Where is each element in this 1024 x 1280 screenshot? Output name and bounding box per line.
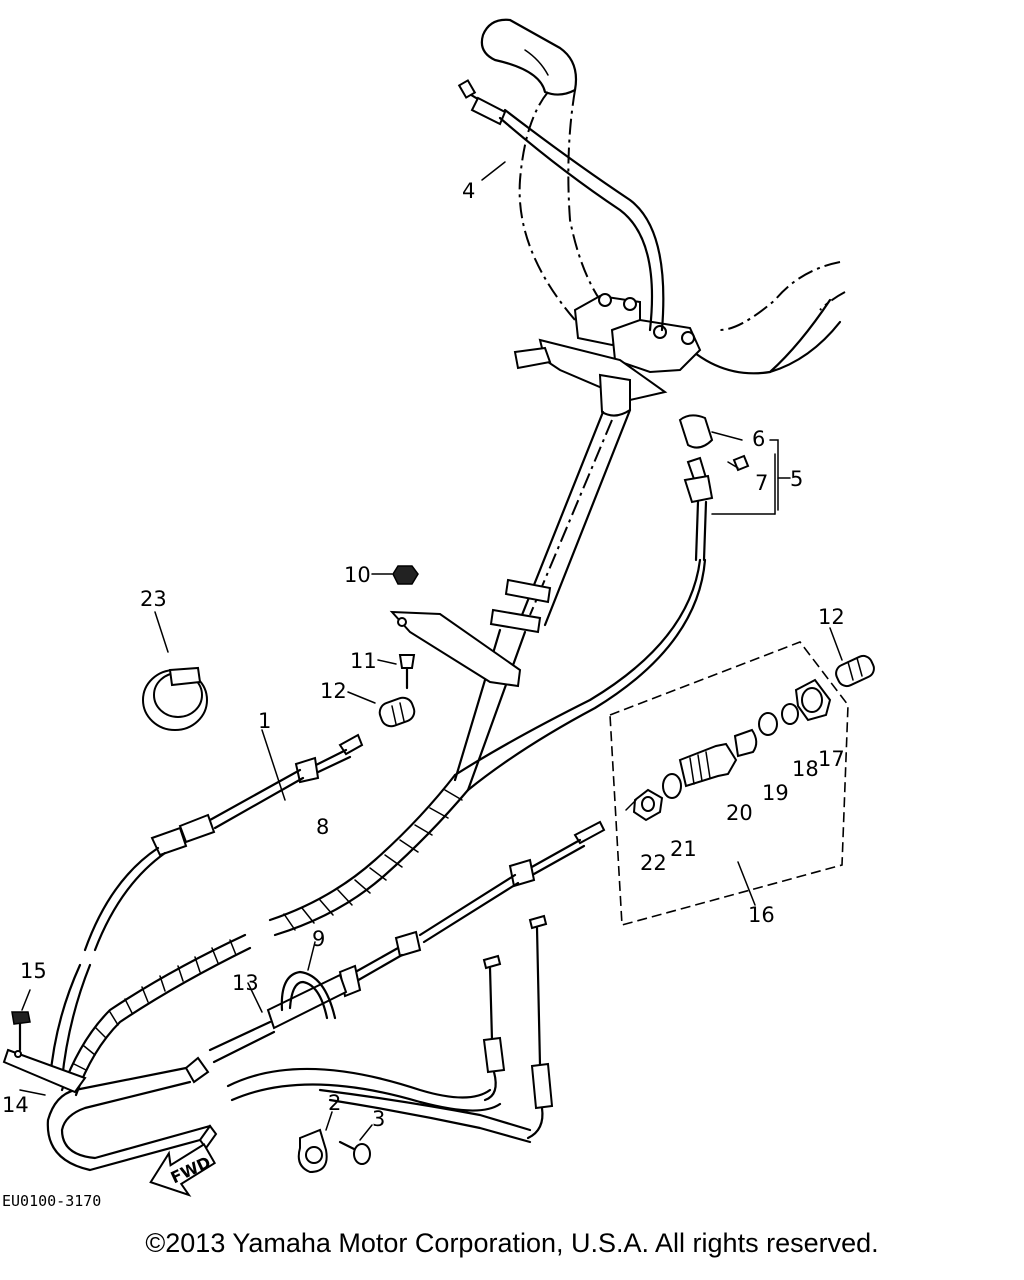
label-part-19: 19 bbox=[762, 781, 789, 805]
label-part-22: 22 bbox=[640, 851, 667, 875]
part-9-clip bbox=[280, 941, 337, 1020]
part-14-plate bbox=[2, 1048, 87, 1096]
label-part-14: 14 bbox=[2, 1093, 29, 1117]
label-part-12-right: 12 bbox=[818, 605, 845, 629]
label-part-7: 7 bbox=[755, 471, 768, 495]
part-15-bolt bbox=[11, 989, 31, 1052]
label-part-23: 23 bbox=[140, 587, 167, 611]
cable-8-spiral-wrap bbox=[60, 773, 470, 1097]
cable-13 bbox=[208, 820, 606, 1064]
label-part-11: 11 bbox=[350, 649, 377, 673]
label-part-21: 21 bbox=[670, 837, 697, 861]
label-part-20: 20 bbox=[726, 801, 753, 825]
label-part-15: 15 bbox=[20, 959, 47, 983]
label-part-2: 2 bbox=[328, 1091, 341, 1115]
label-part-13: 13 bbox=[232, 971, 259, 995]
label-part-3: 3 bbox=[372, 1107, 385, 1131]
label-part-10: 10 bbox=[344, 563, 371, 587]
lower-cables bbox=[46, 1056, 532, 1172]
bracket bbox=[389, 610, 522, 688]
cable-4 bbox=[457, 79, 665, 332]
part-11-stud bbox=[377, 654, 416, 690]
part-23-hose-clamp bbox=[142, 611, 208, 731]
handlebar bbox=[453, 18, 846, 792]
drawing-code: EU0100-3170 bbox=[2, 1192, 101, 1210]
copyright-notice: ©2013 Yamaha Motor Corporation, U.S.A. A… bbox=[145, 1228, 879, 1258]
exploded-view-drawing: FWD 1 2 3 4 5 6 7 8 9 10 11 12 12 13 14 … bbox=[2, 18, 875, 1210]
part-12-adjuster-right bbox=[829, 627, 875, 688]
label-part-5: 5 bbox=[790, 467, 803, 491]
label-part-12-left: 12 bbox=[320, 679, 347, 703]
label-part-6: 6 bbox=[752, 427, 765, 451]
label-part-1: 1 bbox=[258, 709, 271, 733]
cable-5-assembly bbox=[453, 414, 776, 792]
label-part-16: 16 bbox=[748, 903, 775, 927]
part-3-screw bbox=[338, 1124, 373, 1165]
label-part-8: 8 bbox=[316, 815, 329, 839]
label-part-17: 17 bbox=[818, 747, 845, 771]
label-part-9: 9 bbox=[312, 927, 325, 951]
part-12-adjuster-left bbox=[347, 691, 416, 728]
part-10-nut bbox=[371, 565, 419, 585]
cable-1 bbox=[48, 729, 364, 1082]
cable-ends bbox=[482, 914, 554, 1140]
part-16-assembly-box bbox=[609, 641, 849, 927]
part-2-clamp bbox=[297, 1111, 333, 1174]
part-labels: 1 2 3 4 5 6 7 8 9 10 11 12 12 13 14 15 1… bbox=[2, 179, 845, 1131]
label-part-18: 18 bbox=[792, 757, 819, 781]
label-part-4: 4 bbox=[462, 179, 475, 203]
leader-lines bbox=[481, 161, 791, 811]
